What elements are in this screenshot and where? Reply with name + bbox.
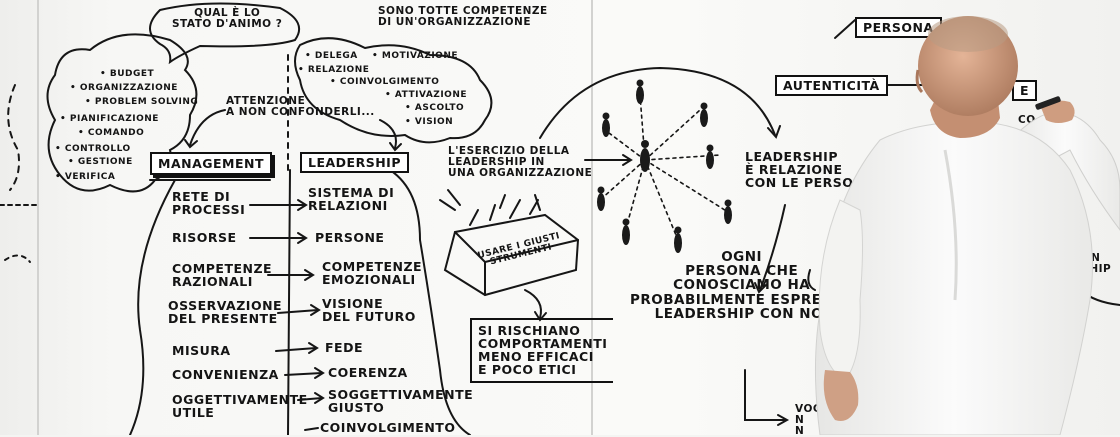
competence-note: SONO TOTTE COMPETENZE DI UN'ORGANIZZAZIO… (378, 5, 548, 29)
board-panel-seam (37, 0, 39, 435)
management-header: MANAGEMENT (150, 152, 273, 176)
list-item: • VISION (405, 117, 454, 127)
persona-box: PERSONA (855, 17, 942, 39)
comparison-item: COERENZA (328, 365, 408, 380)
comparison-item: PERSONE (315, 230, 385, 245)
comparison-item: OSSERVAZIONE DEL PRESENTE (168, 298, 283, 327)
comparison-item: COINVOLGIMENTO (320, 420, 456, 435)
list-item: • MOTIVAZIONE (372, 51, 459, 61)
list-item: • VERIFICA (55, 172, 116, 182)
list-item: • ASCOLTO (405, 103, 465, 113)
comparison-item: RETE DI PROCESSI (172, 189, 246, 218)
partial-text-bottom: VOC N N (795, 403, 822, 437)
relation-note: LEADERSHIP È RELAZIONE CON LE PERSO (745, 149, 854, 191)
attention-note: ATTENZIONE A NON CONFONDERLI... (226, 95, 375, 119)
comparison-item: CONVENIENZA (172, 367, 279, 382)
list-item: • RELAZIONE (298, 65, 370, 75)
list-item: • ORGANIZZAZIONE (70, 83, 178, 93)
list-item: • COMANDO (78, 128, 145, 138)
comparison-item: SISTEMA DI RELAZIONI (308, 185, 395, 214)
list-item: • PIANIFICAZIONE (60, 114, 159, 124)
partial-box-e: E (1012, 80, 1038, 102)
risk-note: SI RISCHIANO COMPORTAMENTI MENO EFFICACI… (470, 318, 614, 383)
exercise-note: L'ESERCIZIO DELLA LEADERSHIP IN UNA ORGA… (448, 145, 593, 180)
list-item: • BUDGET (100, 69, 155, 79)
board-panel-seam (591, 0, 593, 435)
list-item: • PROBLEM SOLVING (85, 97, 199, 107)
bubble-question: QUAL È LO STATO D'ANIMO ? (172, 7, 283, 31)
list-item: • COINVOLGIMENTO (330, 77, 440, 87)
comparison-item: RISORSE (172, 230, 237, 245)
comparison-item: MISURA (172, 343, 231, 358)
partial-text-co: CO (1018, 114, 1036, 126)
comparison-item: SOGGETTIVAMENTE GIUSTO (328, 387, 474, 416)
autenticita-box: AUTENTICITÀ (775, 75, 888, 97)
comparison-item: VISIONE DEL FUTURO (322, 296, 416, 325)
list-item: • CONTROLLO (55, 144, 131, 154)
comparison-item: COMPETENZE EMOZIONALI (322, 259, 423, 288)
comparison-item: FEDE (325, 340, 363, 355)
leadership-header: LEADERSHIP (300, 152, 409, 174)
comparison-item: COMPETENZE RAZIONALI (172, 261, 273, 290)
every-person-note: OGNI PERSONA CHE CONOSCIAMO HA PROBABILM… (630, 249, 854, 322)
list-item: • GESTIONE (68, 157, 133, 167)
comparison-item: OGGETTIVAMENTE UTILE (172, 392, 308, 421)
list-item: • ATTIVAZIONE (385, 90, 468, 100)
list-item: • DELEGA (305, 51, 358, 61)
